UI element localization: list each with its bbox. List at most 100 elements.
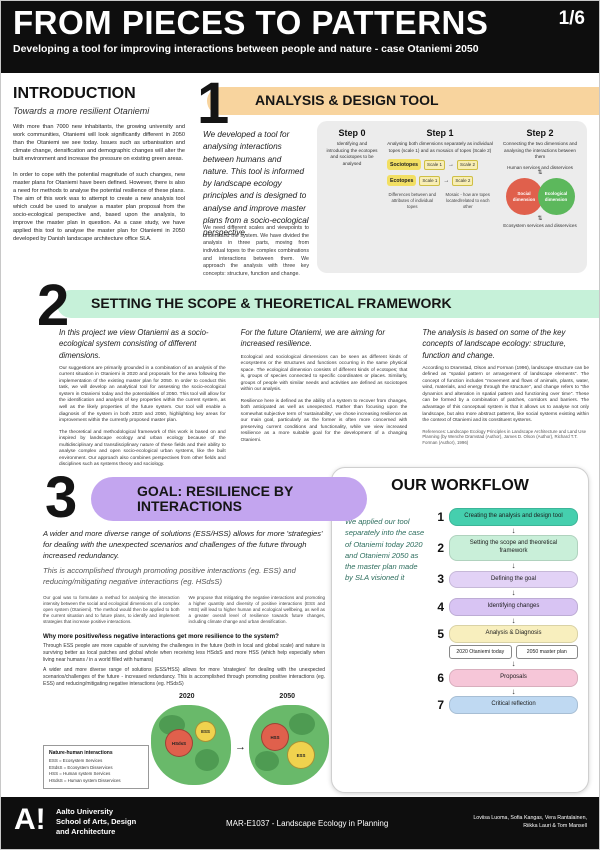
step2-column: Step 2 Connecting the two dimensions and… bbox=[501, 128, 579, 266]
poster-footer: A! Aalto University School of Arts, Desi… bbox=[1, 797, 599, 849]
sociotopes-scale2: Scale 2 bbox=[456, 159, 478, 170]
section2-col1-paragraph-2: The theoretical and methodological frame… bbox=[59, 429, 226, 468]
section3-answer-1: Through ESS people are more capable of s… bbox=[43, 643, 325, 664]
year-2050-label: 2050 bbox=[279, 693, 295, 700]
section1-banner: ANALYSIS & DESIGN TOOL bbox=[207, 87, 599, 115]
section3-answer-2: A wider and more diverse range of soluti… bbox=[43, 667, 325, 688]
section3-number: 3 bbox=[45, 465, 78, 530]
workflow-step-5-number: 5 bbox=[437, 627, 444, 642]
sociotopes-scale1: Scale 1 bbox=[423, 159, 445, 170]
school-line-1: Aalto University bbox=[56, 807, 114, 816]
aalto-logo: A! bbox=[14, 803, 46, 836]
workflow-step-6-number: 6 bbox=[437, 670, 444, 685]
section2-col3-paragraph-1: According to Dramstad, Olson and Forman … bbox=[422, 365, 590, 424]
step2-description: Connecting the two dimensions and analys… bbox=[502, 141, 578, 160]
workflow-step-4: 4 Identifying changes bbox=[432, 597, 578, 616]
arrow-right-icon: → bbox=[447, 161, 454, 168]
section3-heading-line1: GOAL: RESILIENCE BY bbox=[137, 482, 294, 499]
workflow-step-4-number: 4 bbox=[437, 599, 444, 614]
workflow-step-3: 3 Defining the goal bbox=[432, 570, 578, 589]
introduction-paragraph-1: With more than 7000 new inhabitants, the… bbox=[13, 124, 185, 163]
ess-circle: ESS bbox=[195, 721, 216, 742]
workflow-step-2: 2 Setting the scope and theoretical fram… bbox=[432, 535, 578, 561]
sociotopes-tag: Sociotopes bbox=[387, 159, 421, 171]
workflow-heading: OUR WORKFLOW bbox=[391, 477, 529, 494]
section2-columns: In this project we view Otaniemi as a so… bbox=[59, 327, 589, 469]
section3-question: Why more positive/less negative interact… bbox=[43, 633, 279, 641]
workflow-subbox-2020: 2020 Otaniemi today bbox=[449, 645, 512, 660]
section2-col2-paragraph-1: Ecological and sociological dimensions c… bbox=[240, 354, 408, 393]
map-patch bbox=[289, 713, 315, 735]
dimensions-venn: Social dimension Ecological dimension bbox=[501, 178, 579, 216]
interactions-legend: Nature-human interactions ESS = Ecosyste… bbox=[43, 745, 149, 790]
workflow-step-7-label: Critical reflection bbox=[449, 696, 578, 714]
section1-number: 1 bbox=[197, 71, 230, 136]
hss-circle: HSS bbox=[261, 723, 289, 751]
section2-references: References: Landscape Ecology Principles… bbox=[422, 428, 587, 445]
page-indicator: 1/6 bbox=[558, 8, 585, 29]
arrow-down-icon: ↓ bbox=[511, 659, 516, 669]
workflow-step-5-subboxes: 2020 Otaniemi today 2050 master plan bbox=[449, 645, 578, 660]
introduction-subheading: Towards a more resilient Otaniemi bbox=[13, 106, 150, 116]
workflow-step-3-label: Defining the goal bbox=[449, 570, 578, 589]
workflow-step-3-number: 3 bbox=[437, 572, 444, 587]
ecotopes-row: Ecotopes Scale 1 → Scale 2 bbox=[387, 175, 493, 187]
legend-item-esdss: ESdsS = Ecosystem Disservices bbox=[49, 764, 113, 770]
workflow-step-5: 5 Analysis & Diagnosis bbox=[432, 625, 578, 644]
social-dimension-circle: Social dimension bbox=[505, 178, 543, 216]
section2-col2-paragraph-2: Resilience here is defined as the abilit… bbox=[240, 398, 408, 443]
section3-content: A wider and more diverse range of soluti… bbox=[43, 529, 325, 688]
section3-columns: Our goal was to formulate a method for a… bbox=[43, 595, 325, 625]
authors: Loviisa Luoma, Sofia Kangas, Vera Rantal… bbox=[473, 815, 587, 831]
map-patch bbox=[195, 749, 219, 771]
step0-column: Step 0 Identifying and introducing the e… bbox=[325, 128, 379, 266]
legend-item-hsdss: HSdsS = Human system Disservices bbox=[49, 777, 121, 783]
workflow-step-6: 6 Proposals bbox=[432, 668, 578, 687]
human-services-label: Human services and disservices bbox=[507, 164, 573, 170]
map-patch bbox=[255, 751, 279, 771]
workflow-lead: We applied our tool separately into the … bbox=[345, 517, 425, 583]
section3-col-left: Our goal was to formulate a method for a… bbox=[43, 594, 180, 625]
year-2020-label: 2020 bbox=[179, 693, 195, 700]
step0-label: Step 0 bbox=[338, 128, 366, 138]
map-2020: HSdsS ESS bbox=[151, 705, 231, 785]
sociotopes-row: Sociotopes Scale 1 → Scale 2 bbox=[387, 159, 493, 171]
analysis-steps-panel: Step 0 Identifying and introducing the e… bbox=[317, 121, 587, 273]
section2-col1-paragraph-1: Our suggestions are primarily grounded i… bbox=[59, 365, 226, 424]
legend-title: Nature-human interactions bbox=[49, 750, 113, 756]
ess-circle: ESS bbox=[287, 741, 315, 769]
school-line-2: School of Arts, Design bbox=[56, 816, 137, 826]
workflow-panel: OUR WORKFLOW We applied our tool separat… bbox=[331, 467, 589, 793]
ecosystem-services-label: Ecosystem services and disservices bbox=[503, 222, 577, 228]
workflow-step-2-label: Setting the scope and theoretical framew… bbox=[449, 535, 578, 561]
step1-note-right: Mosaic - how are topes located/related t… bbox=[445, 192, 490, 209]
section2-banner: SETTING THE SCOPE & THEORETICAL FRAMEWOR… bbox=[57, 290, 599, 318]
workflow-step-1-label: Creating the analysis and design tool bbox=[449, 508, 578, 526]
section2-column-1: In this project we view Otaniemi as a so… bbox=[59, 327, 226, 469]
workflow-subbox-2050: 2050 master plan bbox=[515, 645, 578, 660]
step1-column: Step 1 Analysing both dimensions separat… bbox=[387, 128, 493, 266]
section1-lead: We developed a tool for analysing intera… bbox=[203, 130, 309, 238]
section3-heading-line2: INTERACTIONS bbox=[137, 498, 242, 514]
school-name: Aalto University School of Arts, Design … bbox=[56, 807, 136, 836]
step1-description: Analysing both dimensions separately as … bbox=[387, 141, 493, 153]
arrow-up-down-icon: ⇅ bbox=[537, 216, 543, 223]
section1-body: We need different scales and viewpoints … bbox=[203, 225, 309, 278]
section2-column-3: The analysis is based on some of the key… bbox=[422, 327, 589, 469]
workflow-step-7-number: 7 bbox=[437, 698, 444, 713]
step2-label: Step 2 bbox=[526, 128, 554, 138]
ecotopes-scale2: Scale 2 bbox=[452, 175, 474, 186]
workflow-step-4-label: Identifying changes bbox=[449, 597, 578, 616]
step1-notes: Differences between and attributes of in… bbox=[387, 192, 493, 209]
section2-col1-lead: In this project we view Otaniemi as a so… bbox=[59, 328, 209, 360]
section3-banner: GOAL: RESILIENCE BY INTERACTIONS bbox=[91, 477, 367, 521]
map-2050: HSS ESS bbox=[249, 705, 329, 785]
authors-line-2: Riikka Lauri & Tom Mansell bbox=[523, 822, 587, 829]
section3-heading: GOAL: RESILIENCE BY INTERACTIONS bbox=[137, 482, 294, 515]
section2-col2-lead: For the future Otaniemi, we are aiming f… bbox=[240, 328, 385, 349]
interactions-diagram: 2020 2050 HSdsS ESS → HSS ESS bbox=[151, 693, 329, 793]
arrow-right-icon: → bbox=[443, 177, 450, 184]
section2-col3-lead: The analysis is based on some of the key… bbox=[422, 328, 566, 360]
section3-lead-2: This is accomplished through promoting p… bbox=[43, 566, 296, 587]
section2-heading: SETTING THE SCOPE & THEORETICAL FRAMEWOR… bbox=[91, 295, 452, 312]
